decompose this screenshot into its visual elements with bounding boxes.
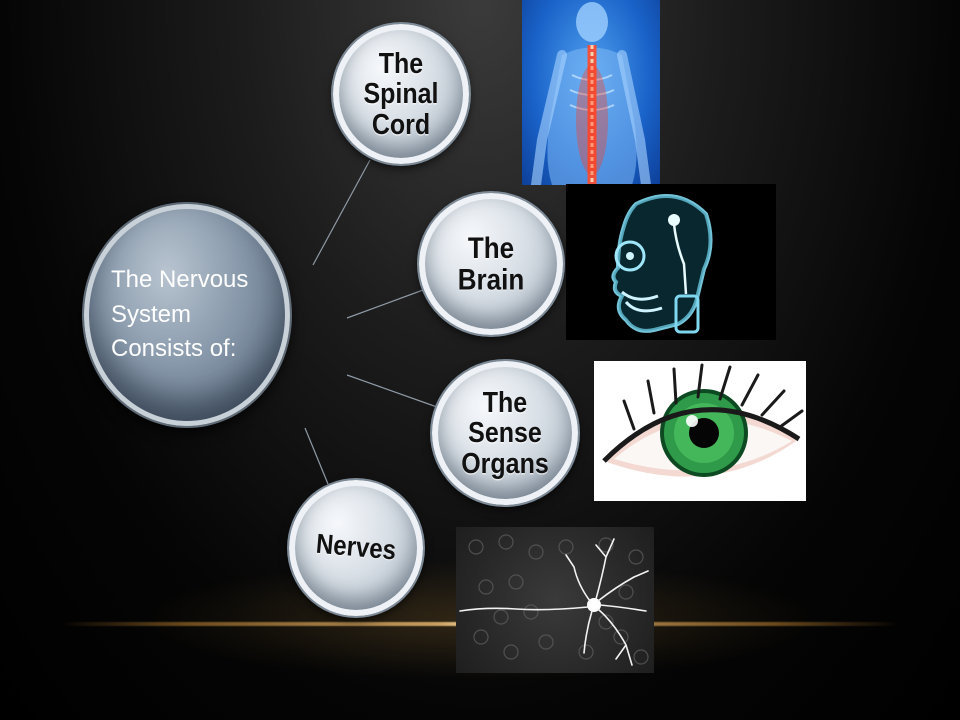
connector-brain (346, 289, 424, 319)
connector-spinal-cord (312, 159, 371, 266)
node-nerves-label: Nerves (314, 528, 398, 567)
center-node-label: The Nervous System Consists of: (111, 265, 249, 363)
node-sense-organs: The Sense Organs (432, 361, 578, 505)
xray-head-image (566, 184, 776, 340)
node-brain-label: The Brain (457, 230, 525, 297)
center-node: The Nervous System Consists of: (84, 204, 290, 426)
node-nerves: Nerves (289, 480, 423, 616)
connector-nerves (304, 427, 329, 485)
neuron-image (456, 527, 654, 673)
eye-image (594, 361, 806, 501)
spine-image (522, 0, 660, 185)
node-spinal-cord-label: The Spinal Cord (363, 47, 439, 141)
node-sense-organs-label: The Sense Organs (461, 386, 549, 480)
node-brain: The Brain (419, 193, 563, 335)
connector-sense-organs (346, 374, 438, 408)
node-spinal-cord: The Spinal Cord (333, 24, 469, 164)
